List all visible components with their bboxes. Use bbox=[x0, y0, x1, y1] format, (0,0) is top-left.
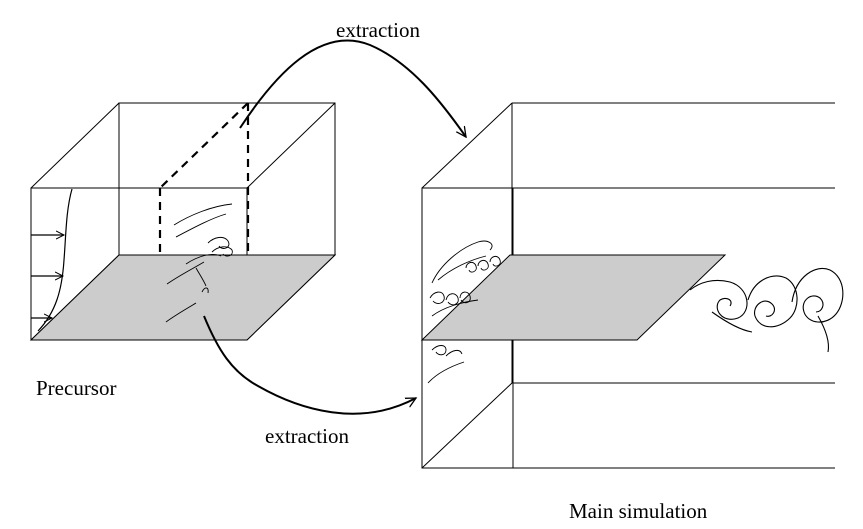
inflow-velocity-profile bbox=[31, 188, 73, 332]
downstream-vortex-street bbox=[689, 268, 844, 353]
extraction-label-bottom: extraction bbox=[265, 424, 349, 448]
precursor-sampling-plane bbox=[29, 254, 337, 341]
precursor-label: Precursor bbox=[36, 376, 117, 400]
main-simulation-label: Main simulation bbox=[569, 499, 708, 523]
main-simulation-inflow-plane bbox=[420, 254, 727, 341]
extraction-arrow-bottom bbox=[203, 315, 416, 415]
precursor-turbulence-eddies bbox=[165, 203, 233, 323]
precursor-extraction-plane-dashed bbox=[158, 102, 250, 255]
extraction-arrow-top bbox=[239, 39, 466, 137]
extraction-label-top: extraction bbox=[336, 18, 420, 42]
inlet-turbulence-eddies bbox=[427, 240, 501, 384]
